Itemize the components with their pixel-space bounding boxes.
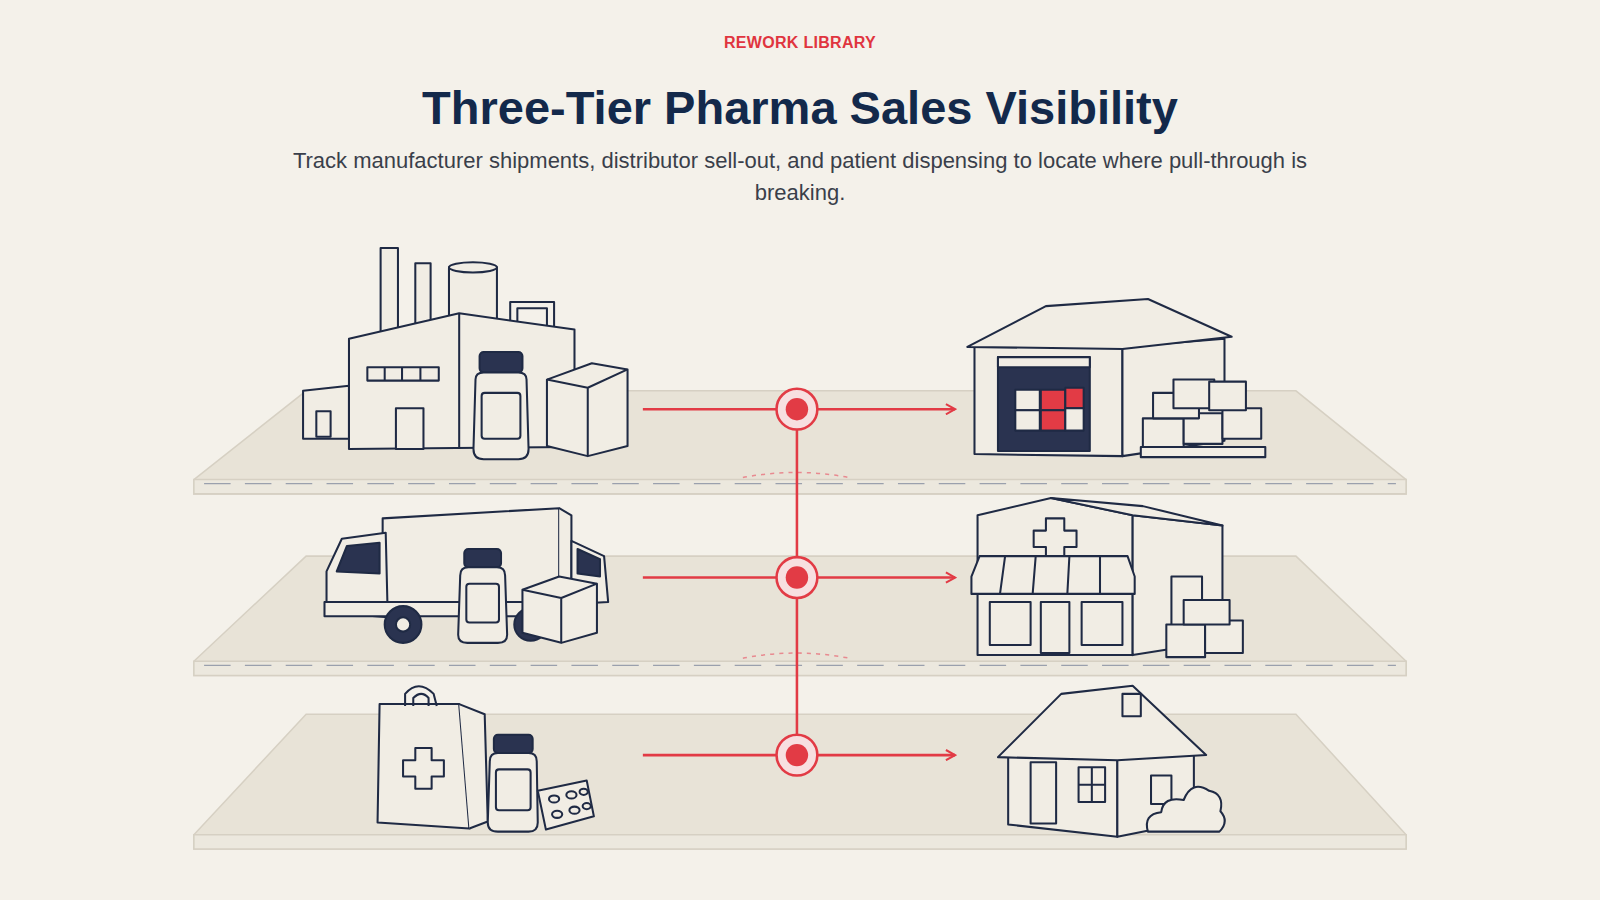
home-icon [998, 686, 1225, 837]
medicine-bag-icon [378, 686, 594, 831]
flow-connector [643, 409, 955, 755]
factory-icon [303, 248, 627, 459]
tier-node-marker [777, 389, 818, 776]
warehouse-icon [967, 299, 1265, 457]
diagram-title: Three-Tier Pharma Sales Visibility [0, 80, 1600, 135]
pharmacy-icon [971, 498, 1242, 657]
kicker-label: REWORK LIBRARY [0, 34, 1600, 52]
diagram-caption: Track manufacturer shipments, distributo… [290, 145, 1310, 209]
tier-plane [194, 714, 1406, 849]
truck-icon [324, 508, 608, 643]
